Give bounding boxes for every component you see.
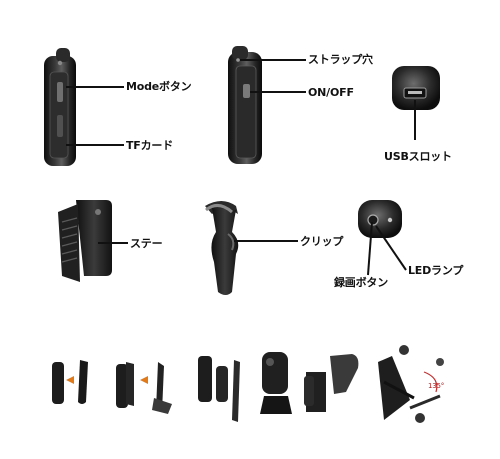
camera-top-view-usb: [392, 66, 440, 110]
tf-card-label: TFカード: [126, 139, 174, 152]
arrow-icon: [66, 376, 74, 384]
leader-lines-device2: [240, 59, 306, 93]
thumb-camera-with-bracket: [304, 354, 359, 412]
leader-lines-device1: [66, 86, 124, 146]
led-lamp-label: LEDランプ: [408, 264, 464, 277]
record-button-label: 録画ボタン: [334, 276, 388, 289]
on-off-label: ON/OFF: [308, 86, 354, 99]
clip: [205, 201, 239, 295]
angle-label: 135°: [428, 382, 445, 390]
thumb-camera-on-stand: [260, 352, 292, 414]
camera-side-view: [228, 46, 262, 164]
usage-thumbnails: [52, 345, 444, 423]
thumb-tripod-mount: [378, 345, 444, 423]
arrow-icon: [140, 376, 148, 384]
thumb-camera-and-clip-1: [52, 360, 88, 404]
strap-hole-label: ストラップ穴: [308, 53, 373, 66]
camera-front-view: [44, 48, 76, 166]
stay-bracket: [58, 200, 112, 282]
clip-label: クリップ: [300, 235, 344, 248]
camera-top-view-record: [358, 200, 402, 238]
mode-button-label: Modeボタン: [126, 80, 192, 93]
thumb-clip-mounted: [198, 356, 240, 422]
leader-lines-record-led: [367, 221, 407, 276]
stay-label: ステー: [130, 237, 163, 250]
usb-slot-label: USBスロット: [384, 150, 452, 163]
thumb-camera-and-clip-2: [116, 362, 172, 414]
